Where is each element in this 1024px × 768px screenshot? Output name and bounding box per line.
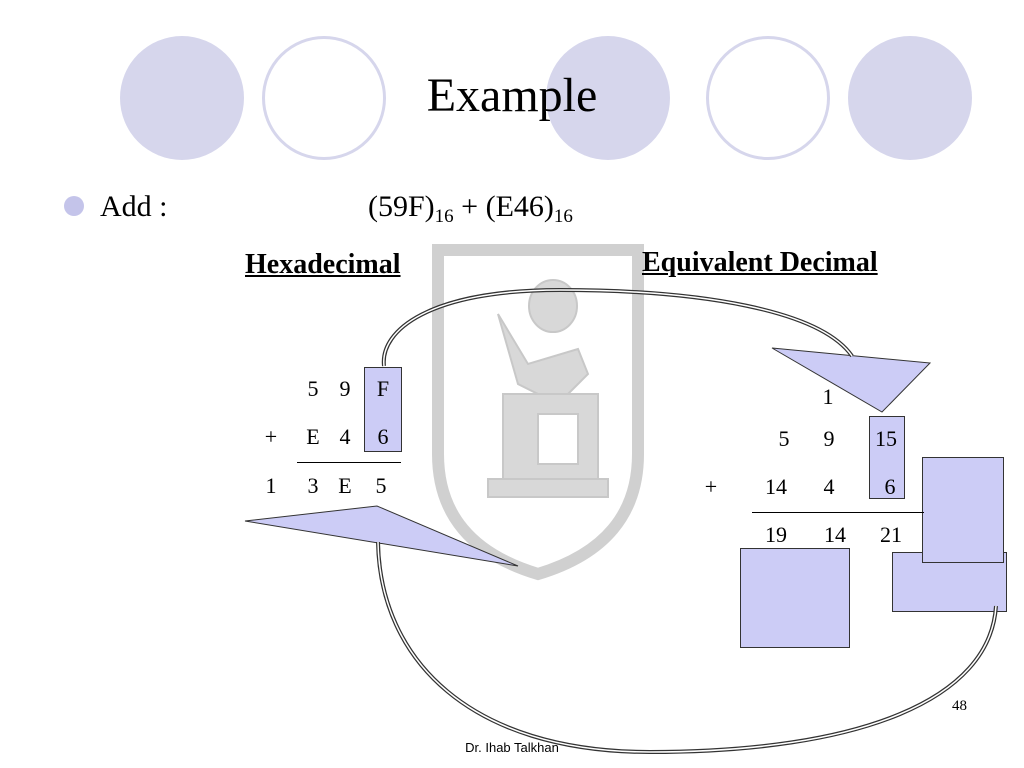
decimal-heading: Equivalent Decimal	[642, 247, 878, 278]
dec-sum-line	[752, 512, 924, 513]
operand-1-base: 16	[434, 206, 454, 227]
operand-2-base: 16	[553, 206, 573, 227]
hex-row2-digit: 6	[377, 424, 389, 449]
hex-sum-line	[297, 462, 401, 463]
dec-decor-box	[740, 548, 850, 648]
decor-circle	[120, 36, 244, 160]
dec-row1-number: 15	[875, 426, 897, 451]
decor-circle	[262, 36, 386, 160]
connector-arrow-bottom	[376, 541, 998, 755]
hex-plus-sign: +	[264, 424, 278, 449]
dec-carry: 1	[822, 384, 834, 409]
decor-circle	[848, 36, 972, 160]
operand-2: (E46)	[485, 190, 554, 223]
dec-result-number: 21	[880, 522, 902, 547]
hex-result-digit: 1	[265, 473, 277, 498]
bullet-expression: (59F)16 + (E46)16	[368, 190, 573, 227]
dec-row1-number: 5	[778, 426, 790, 451]
callout-triangle-right	[771, 347, 932, 413]
dec-row2-number: 4	[823, 474, 835, 499]
footer-author: Dr. Ihab Talkhan	[465, 740, 559, 755]
dec-result-number: 19	[765, 522, 787, 547]
decor-circle	[706, 36, 830, 160]
hex-row2-digit: E	[306, 424, 320, 449]
dec-highlight-box	[869, 416, 905, 499]
hex-row1-digit: 9	[339, 376, 351, 401]
page-number: 48	[952, 698, 967, 714]
hex-highlight-box	[364, 367, 402, 452]
hex-result-digit: E	[338, 473, 352, 498]
plus-sign: +	[461, 190, 479, 223]
hex-result-digit: 5	[375, 473, 387, 498]
dec-row2-number: 14	[765, 474, 787, 499]
hex-row1-digit: 5	[307, 376, 319, 401]
university-logo-watermark	[432, 244, 644, 581]
hexadecimal-heading: Hexadecimal	[245, 249, 401, 280]
operand-1: (59F)	[368, 190, 435, 223]
dec-row1-number: 9	[823, 426, 835, 451]
dec-result-number: 14	[824, 522, 846, 547]
hex-row1-digit: F	[376, 376, 390, 401]
callout-triangle-left	[244, 505, 519, 567]
dec-row2-number: 6	[884, 474, 896, 499]
bullet-icon	[64, 196, 84, 216]
decor-circle	[546, 36, 670, 160]
hex-result-digit: 3	[307, 473, 319, 498]
hex-row2-digit: 4	[339, 424, 351, 449]
slide-title: Example	[426, 69, 598, 122]
bullet-label: Add :	[100, 190, 168, 223]
dec-plus-sign: +	[704, 474, 718, 499]
dec-decor-box	[922, 457, 1004, 563]
